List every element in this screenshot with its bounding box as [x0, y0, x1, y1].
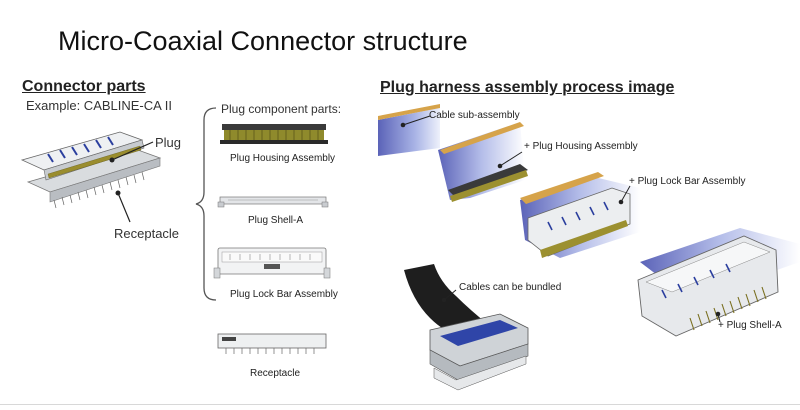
- harness-heading: Plug harness assembly process image: [380, 79, 675, 96]
- bottom-divider: [0, 404, 800, 405]
- receptacle-label: Receptacle: [114, 226, 180, 241]
- step-label-lockbar: + Plug Lock Bar Assembly: [629, 176, 746, 187]
- connector-parts-heading: Connector parts: [22, 78, 146, 95]
- step-label-cable-subassembly: Cable sub-assembly: [429, 110, 520, 121]
- component-label-housing: Plug Housing Assembly: [230, 153, 336, 164]
- plug-housing-assembly-image: [220, 124, 328, 144]
- connector-illustration: [20, 131, 162, 209]
- component-label-lockbar: Plug Lock Bar Assembly: [230, 289, 338, 300]
- receptacle-image: [217, 333, 327, 354]
- component-label-shell: Plug Shell-A: [248, 215, 304, 226]
- bundled-label: Cables can be bundled: [459, 282, 562, 293]
- component-heading: Plug component parts:: [221, 102, 342, 116]
- step-label-housing: + Plug Housing Assembly: [524, 141, 638, 152]
- step-label-shell: + Plug Shell-A: [718, 320, 782, 331]
- plug-lock-bar-assembly-image: [213, 247, 331, 279]
- plug-shell-a-image: [217, 196, 329, 208]
- plug-label: Plug: [155, 135, 182, 150]
- example-text: Example: CABLINE-CA II: [26, 98, 172, 113]
- slide-title: Micro-Coaxial Connector structure: [58, 26, 468, 56]
- component-brace: [195, 107, 217, 301]
- receptacle-caption: Receptacle: [250, 368, 301, 379]
